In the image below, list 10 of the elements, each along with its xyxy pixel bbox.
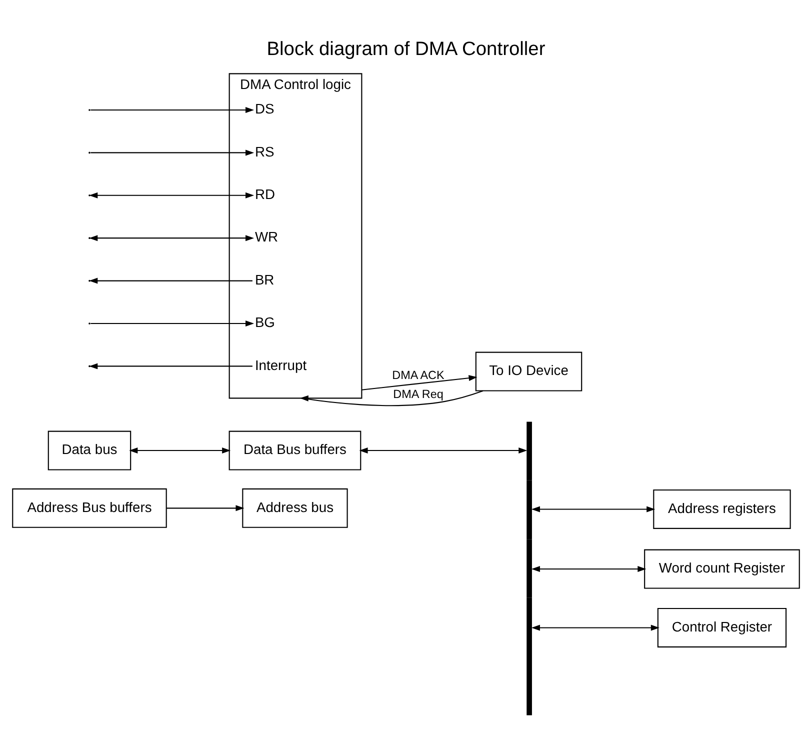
node-text: BR (254, 271, 274, 288)
node-text: RS (254, 143, 274, 160)
node-text: RD (254, 186, 275, 202)
node-text: WR (254, 228, 278, 245)
node-text: DS (254, 100, 274, 117)
edge-label: DMA ACK (392, 368, 444, 382)
edge-label: DMA Req (393, 388, 444, 402)
diagram-title: Block diagram of DMA Controller (266, 38, 546, 60)
node-text: BG (254, 314, 275, 330)
node-text: Interrupt (254, 356, 307, 373)
